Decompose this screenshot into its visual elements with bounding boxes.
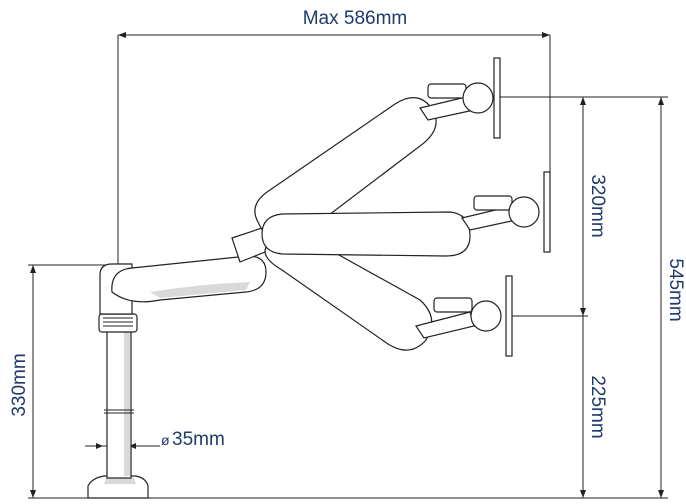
monitor-head-bottom [415,275,513,357]
vesa-plate [505,275,513,357]
lower-arm-shade [150,282,250,298]
monitor-head-top [419,57,501,139]
upper-arm-horizontal [261,211,471,257]
lower-arm [111,227,271,303]
arrow-up-icon [580,97,586,105]
height-lower-label: 225mm [587,375,608,438]
max-reach-label: Max 586mm [303,8,408,29]
arrow-down-icon [30,490,36,498]
tilt-housing [473,195,513,211]
pole-height-label: 330mm [9,353,30,416]
ball-joint-icon [470,300,502,332]
pole-diameter-label: 35mm [172,429,225,450]
clamp-shade [104,478,136,484]
height-upper-label: 320mm [587,174,608,237]
height-total-label: 545mm [665,258,686,321]
arrow-up-icon [658,97,664,105]
arrow-right-icon [542,32,550,38]
tilt-housing [433,297,473,313]
tilt-link [415,311,475,339]
arrow-left-icon [129,443,136,449]
height-collar [98,313,138,333]
dimension-lines [28,32,668,499]
ball-joint-icon [508,196,540,228]
ball-joint-icon [462,82,494,114]
pole-shade [124,332,130,476]
arrow-down-icon [580,490,586,498]
diameter-symbol-icon: ø [161,432,170,448]
arrow-left-icon [118,32,126,38]
vesa-plate [493,57,501,139]
arrow-down-icon [580,308,586,316]
arrow-right-icon [96,443,103,449]
vesa-plate [543,171,551,253]
arrow-up-icon [30,265,36,273]
tilt-housing [427,83,467,99]
arrow-down-icon [658,490,664,498]
monitor-head-middle [461,171,551,253]
